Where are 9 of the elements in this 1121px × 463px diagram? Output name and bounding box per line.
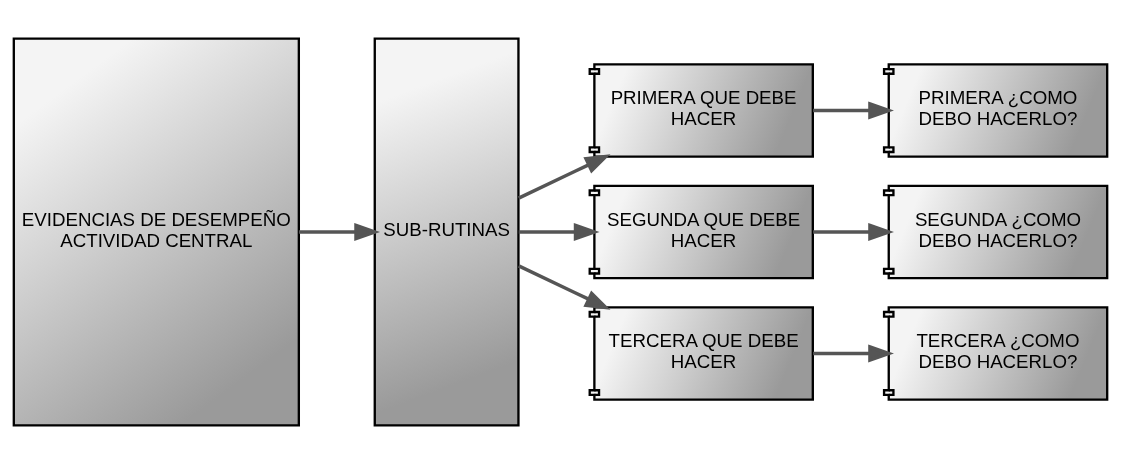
arrow xyxy=(813,344,894,362)
arrow xyxy=(517,263,611,310)
arrow xyxy=(813,101,894,119)
arrow xyxy=(298,222,380,241)
node-box: SUB-RUTINAS xyxy=(373,37,520,426)
arrow xyxy=(517,153,611,200)
node-box: EVIDENCIAS DE DESEMPEÑO ACTIVIDAD CENTRAL xyxy=(12,37,300,426)
arrow xyxy=(518,222,600,241)
arrow xyxy=(813,222,894,241)
